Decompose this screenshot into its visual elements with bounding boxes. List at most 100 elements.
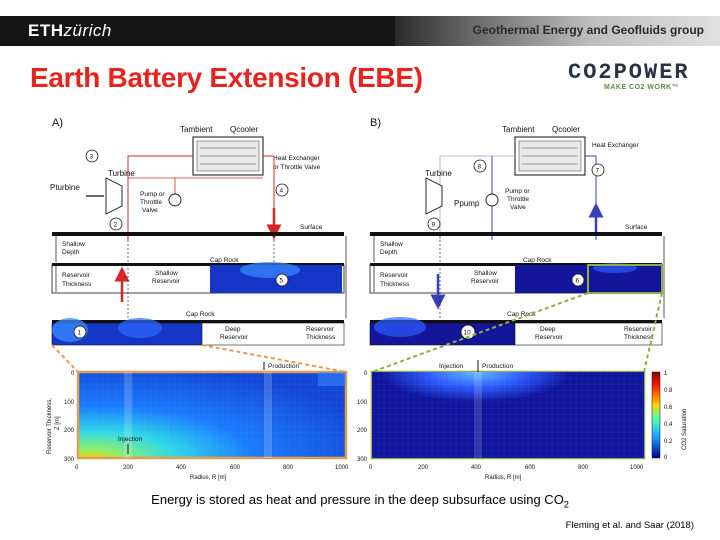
svg-text:0.4: 0.4 [664,422,673,428]
t-ambient-a: Tambient [180,125,213,134]
highlight-line-a-right [201,344,347,373]
q-cooler-b: Qcooler [552,125,580,134]
svg-text:600: 600 [525,465,536,471]
svg-text:400: 400 [176,465,187,471]
shallow-depth-label-a: Shallow [62,241,85,248]
svg-text:0: 0 [664,455,668,461]
svg-text:200: 200 [64,428,75,434]
depth-label-a: Depth [62,249,80,256]
caption-subscript: 2 [563,499,569,510]
node-9-b: 9 [427,217,441,231]
svg-text:10: 10 [464,330,472,337]
slide-caption: Energy is stored as heat and pressure in… [0,492,720,510]
y-axis-label-a1: Reservoir Thickness, [47,398,53,454]
svg-text:400: 400 [471,465,482,471]
shallow-res-label-b2: Reservoir [471,278,500,285]
svg-text:1000: 1000 [335,465,349,471]
surface-label-a: Surface [300,224,323,231]
svg-text:100: 100 [357,400,368,406]
turbine-icon-b [425,177,443,215]
cap-rock-label-b: Cap Rock [523,257,552,264]
highlight-line-b-left [371,292,589,373]
svg-text:300: 300 [357,457,368,463]
deep-res-label-b2: Reservoir [535,334,564,341]
x-axis-b: 0 200 400 600 800 1000 [369,465,644,471]
t-ambient-b: Tambient [502,125,535,134]
reservoir-label-b: Reservoir [380,272,409,279]
cap-rock-deep-label-a: Cap Rock [186,311,215,318]
surface-label-b: Surface [625,224,648,231]
co2power-logo: CO2POWER [568,60,690,85]
shallow-res-label-a1: Shallow [155,270,178,277]
node-2-a: 2 [109,217,123,231]
node-7-b: 7 [591,163,605,177]
turbine-icon-a [105,177,123,215]
reservoir-label-a-deep: Reservoir [306,326,335,333]
thickness-label-a-deep: Thickness [306,334,336,341]
node-4-a: 4 [275,183,289,197]
svg-text:200: 200 [357,428,368,434]
heat-exchanger-a: Heat Exchanger [273,155,320,162]
p-turbine-label: Pturbine [50,183,80,192]
svg-text:200: 200 [123,465,134,471]
colorbar [651,371,661,459]
reservoir-label-b-deep: Reservoir [624,326,653,333]
deep-res-label-b1: Deep [540,326,556,333]
y-axis-b: 0 100 200 300 [357,371,368,463]
svg-text:800: 800 [283,465,294,471]
deep-res-label-a2: Reservoir [220,334,249,341]
slide-title: Earth Battery Extension (EBE) [30,62,423,93]
shallow-res-label-b1: Shallow [474,270,497,277]
panel-b-label: B) [370,117,381,129]
node-5-a: 5 [275,273,289,287]
y-axis-a: 0 100 200 300 [64,371,75,463]
panel-a-label: A) [52,117,63,129]
svg-text:4: 4 [280,188,284,195]
pump-icon-a [168,193,182,207]
svg-text:200: 200 [418,465,429,471]
citation: Fleming et al. and Saar (2018) [565,520,694,531]
node-10-b: 10 [460,324,476,340]
svg-text:300: 300 [64,457,75,463]
turbine-label-b: Turbine [425,169,452,178]
svg-text:800: 800 [578,465,589,471]
x-axis-a: 0 200 400 600 800 1000 [75,465,349,471]
co2power-tagline: MAKE CO2 WORK™ [604,84,680,91]
svg-text:1000: 1000 [630,465,644,471]
shallow-depth-label-b: Shallow [380,241,403,248]
svg-text:8: 8 [478,164,482,171]
node-6-b: 6 [571,273,585,287]
throttle-label-b: Throttle [507,196,529,203]
heat-exchanger-b: Heat Exchanger [592,142,639,149]
injection-label-a: Injection [118,436,143,443]
p-pump-label: Ppump [454,199,480,208]
svg-text:100: 100 [64,400,75,406]
eth-logo-bold: ETH [28,21,64,40]
turbine-label-a: Turbine [108,169,135,178]
pump-label-b: Pump or [505,188,530,195]
eth-logo-light: zürich [63,21,112,40]
node-1-a: 1 [73,325,87,339]
svg-text:600: 600 [230,465,241,471]
throttle-valve-a: or Throttle Valve [273,164,320,171]
thickness-label-b: Thickness [380,281,410,288]
pump-icon-b [485,193,499,207]
svg-text:0.8: 0.8 [664,388,673,394]
svg-text:0: 0 [75,465,79,471]
saturation-plot-b [370,370,646,460]
colorbar-label: CO2 Saturation [682,409,688,450]
surface-line-b [370,232,662,236]
svg-text:9: 9 [432,222,436,229]
shallow-res-label-a2: Reservoir [152,278,181,285]
cap-rock-line-shallow-a [52,263,344,266]
svg-text:0.2: 0.2 [664,439,673,445]
caption-text: Energy is stored as heat and pressure in… [151,492,564,507]
svg-text:1: 1 [664,371,668,377]
thickness-label-a: Thickness [62,281,92,288]
eth-logo: ETHzürich [28,21,112,41]
header-gradient [395,16,720,46]
thickness-label-b-deep: Thickness [624,334,654,341]
svg-text:0.6: 0.6 [664,405,673,411]
y-axis-label-a2: Z [m] [55,416,61,430]
